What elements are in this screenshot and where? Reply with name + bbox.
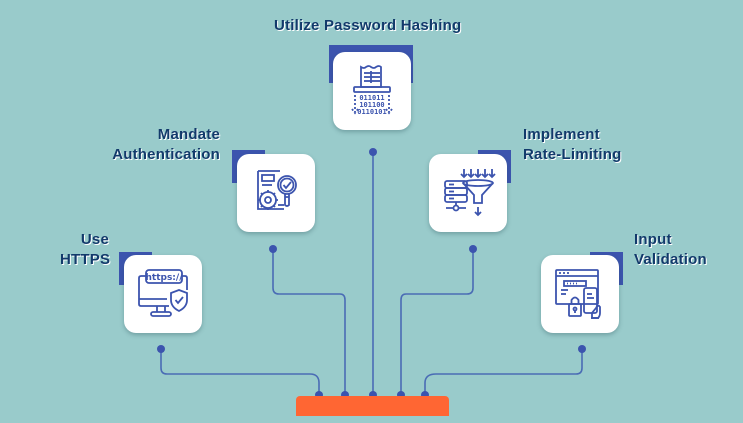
label-line: HTTPS [60, 251, 111, 268]
svg-text:0110101: 0110101 [357, 108, 387, 116]
document-shredder-binary-icon: 011011 101100 0110101 [351, 65, 393, 116]
card-rate-limiting [429, 154, 507, 232]
label-line: Input [634, 231, 672, 248]
connector-dot-password-hashing-top [369, 148, 377, 156]
label-line: Rate-Limiting [523, 146, 622, 163]
https-icon-text: https:// [146, 273, 184, 283]
label-line: Use [80, 231, 109, 248]
card-authentication [237, 154, 315, 232]
label-line: Validation [634, 251, 707, 268]
server-funnel-icon [444, 169, 496, 217]
card-password-hashing: 011011 101100 0110101 [333, 52, 411, 130]
label-line: Implement [523, 126, 600, 143]
label-line: Mandate [157, 126, 220, 143]
document-gear-magnifier-check-icon [257, 170, 297, 210]
label-line: Utilize Password Hashing [274, 17, 462, 34]
base-bar [296, 396, 449, 416]
connector-https [160, 349, 320, 394]
connector-dot-rate-limiting-top [469, 245, 477, 253]
connector-authentication [272, 249, 346, 394]
browser-form-lock-phone-icon [555, 269, 601, 319]
label-authentication: Mandate Authentication [112, 125, 220, 165]
connector-dot-input-validation-top [578, 345, 586, 353]
connector-input-validation [424, 349, 583, 394]
monitor-https-shield-icon: https:// [138, 269, 188, 317]
card-input-validation [541, 255, 619, 333]
card-https: https:// [124, 255, 202, 333]
label-https: Use HTTPS [60, 230, 111, 270]
connector-dot-https-top [157, 345, 165, 353]
label-line: Authentication [112, 146, 220, 163]
label-rate-limiting: Implement Rate-Limiting [523, 125, 621, 165]
connector-dot-authentication-top [269, 245, 277, 253]
svg-text:101100: 101100 [359, 101, 384, 109]
connector-rate-limiting [400, 249, 474, 394]
label-input-validation: Input Validation [634, 230, 707, 270]
svg-text:011011: 011011 [359, 94, 384, 102]
label-password-hashing: Utilize Password Hashing [274, 16, 461, 36]
